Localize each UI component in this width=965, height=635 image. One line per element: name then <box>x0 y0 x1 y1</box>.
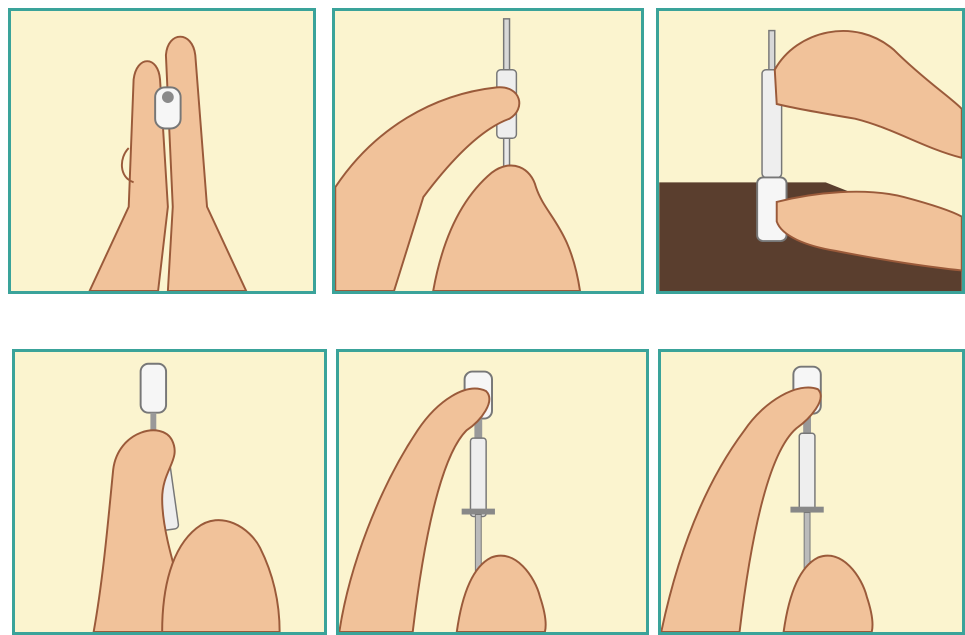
hands-rolling-vial-illustration <box>11 11 313 291</box>
panel-roll-vial <box>8 8 316 294</box>
syringe-icon <box>470 438 486 516</box>
vial-icon <box>141 364 166 413</box>
panel-inject-air <box>656 8 965 294</box>
hands-drawing-medication-illustration <box>339 352 646 632</box>
panel-uncap-syringe <box>332 8 644 294</box>
panel-invert-vial <box>12 349 327 635</box>
syringe-plunger-icon <box>504 19 510 78</box>
hands-injecting-air-illustration <box>659 11 962 291</box>
hands-uncapping-syringe-illustration <box>335 11 641 291</box>
hands-inverted-vial-illustration <box>15 352 324 632</box>
syringe-icon <box>799 433 815 511</box>
panel-draw-medication <box>336 349 649 635</box>
hands-checking-dose-illustration <box>661 352 962 632</box>
panel-check-dose <box>658 349 965 635</box>
